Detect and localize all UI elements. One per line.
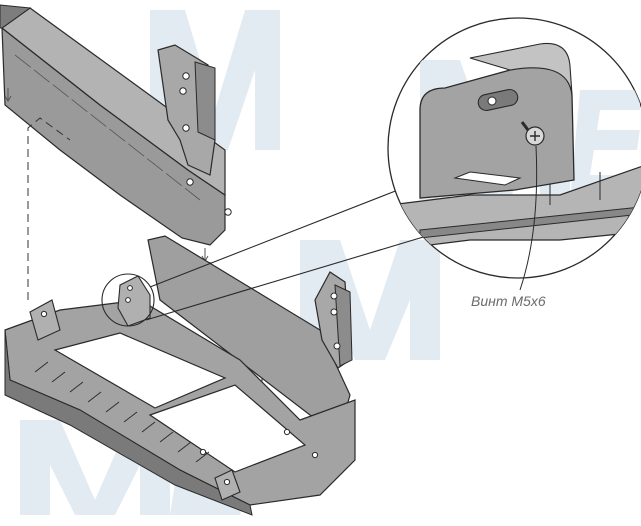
base-frame — [4, 235, 356, 516]
base-opening-2 — [148, 384, 307, 473]
detail-lens — [387, 17, 641, 291]
left-bracket — [29, 299, 61, 341]
detail-marker — [101, 189, 431, 327]
screw-icon — [520, 121, 545, 146]
base-opening-1 — [53, 332, 227, 409]
upper-rail-end-face — [0, 4, 32, 29]
screw-leader-line — [519, 145, 538, 291]
upper-rail — [0, 4, 232, 246]
upper-rail-top-face — [0, 7, 226, 197]
screw-callout-label: Винт М5х6 — [471, 293, 546, 309]
